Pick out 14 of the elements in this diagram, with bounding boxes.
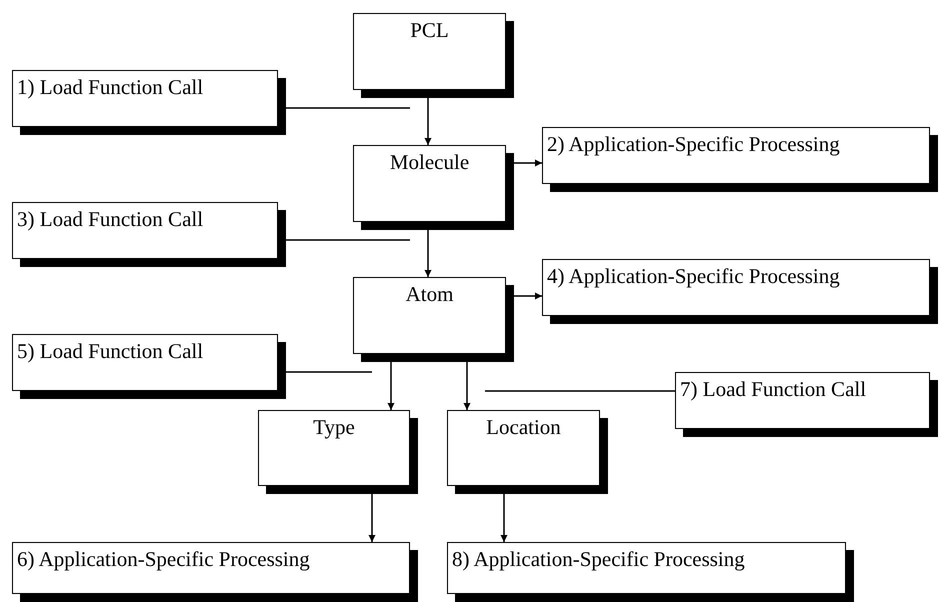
box-label: 3) Load Function Call	[17, 208, 204, 232]
box-label: 2) Application-Specific Processing	[547, 133, 840, 156]
box-label: Molecule	[388, 151, 470, 174]
box-label: Atom	[404, 283, 454, 306]
box-label: 6) Application-Specific Processing	[17, 548, 310, 572]
box-label: 8) Application-Specific Processing	[452, 548, 745, 572]
box-label: 1) Load Function Call	[17, 76, 204, 100]
box-label: Location	[485, 416, 562, 440]
leader-line	[485, 390, 675, 392]
box-label: 4) Application-Specific Processing	[547, 265, 840, 288]
box-label: 5) Load Function Call	[17, 340, 204, 364]
box-label: 7) Load Function Call	[680, 378, 866, 402]
box-label: PCL	[409, 19, 450, 42]
box-label: Type	[312, 416, 356, 440]
